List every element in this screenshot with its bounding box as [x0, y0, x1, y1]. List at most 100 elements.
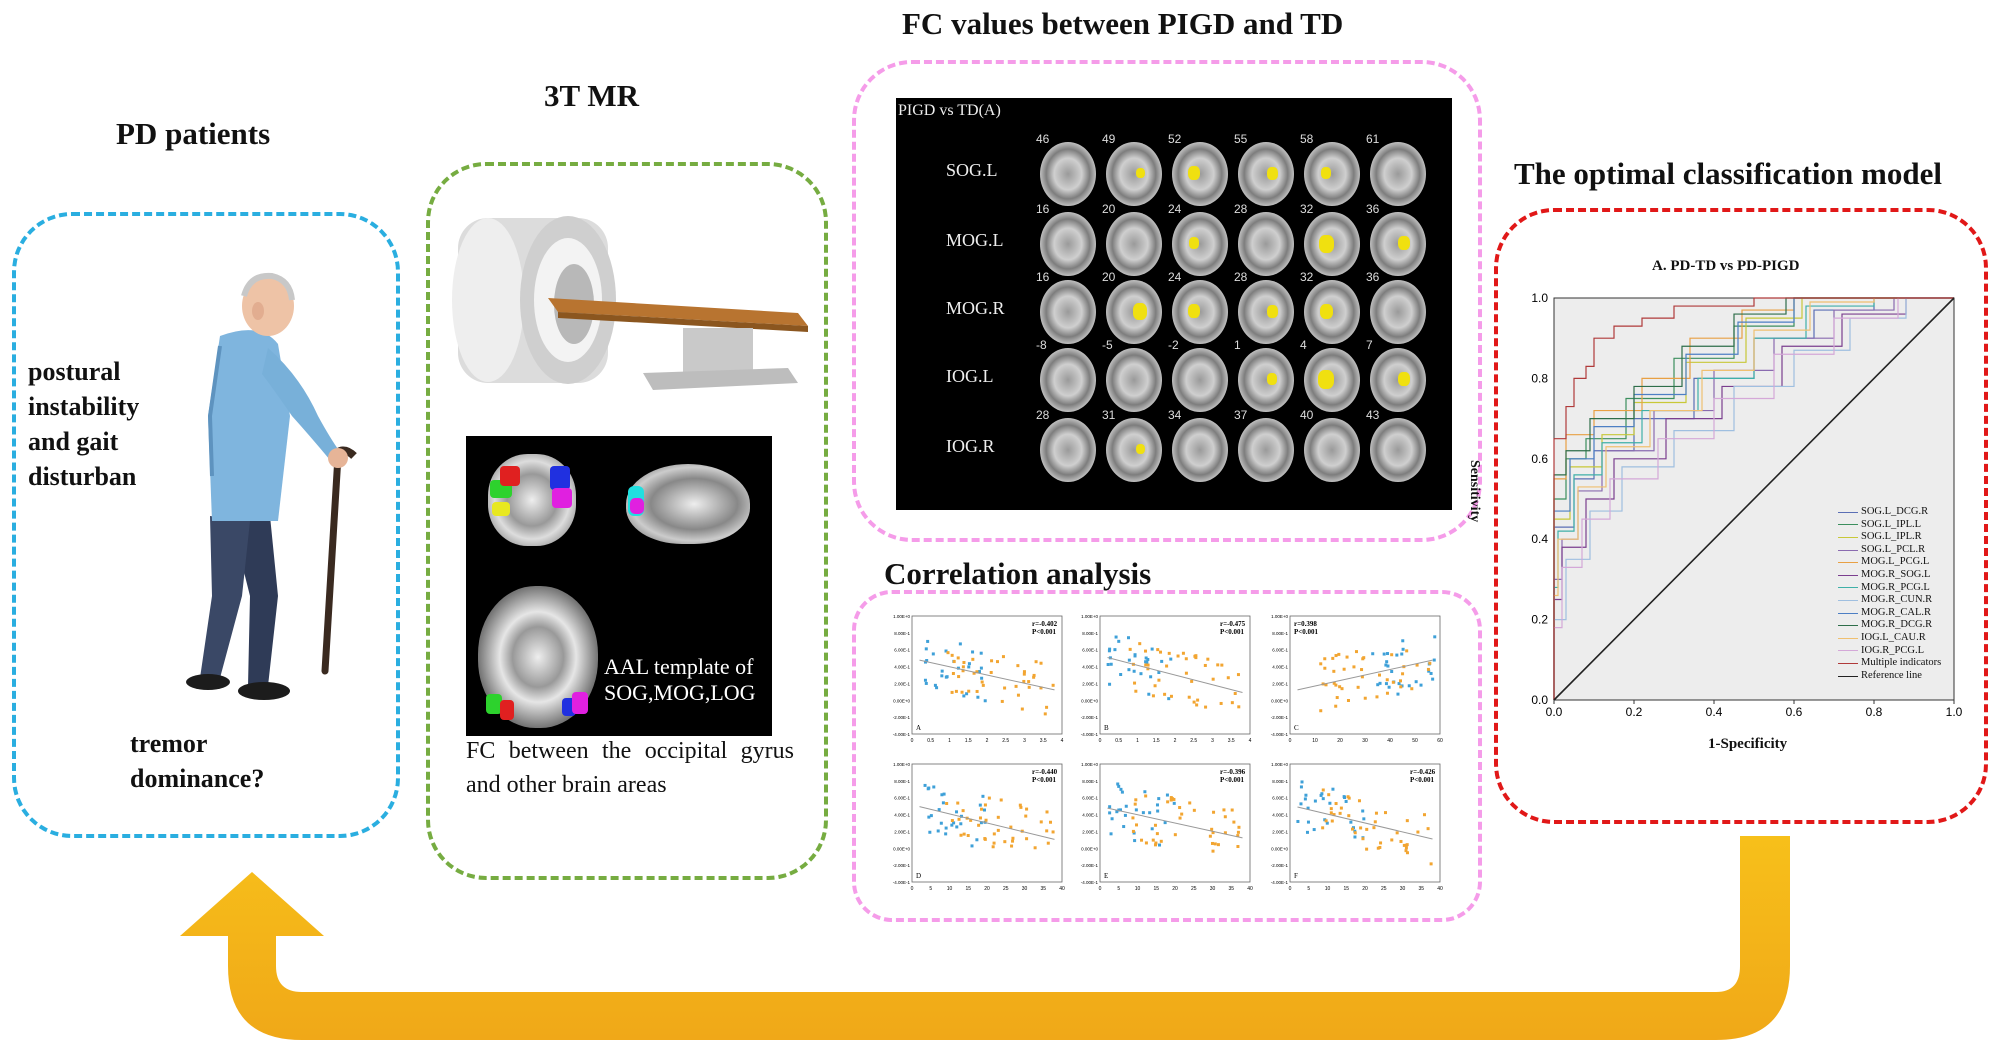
title-pd-patients: PD patients — [116, 116, 271, 151]
scatter-point-pigd — [1365, 827, 1369, 831]
scatter-y-tick: 4.00E-1 — [1082, 813, 1098, 818]
scatter-point-td — [1325, 821, 1329, 825]
roc-curve-iog-r-pcg-l — [1553, 297, 1954, 700]
scatter-point-pigd — [1237, 825, 1241, 829]
scatter-point-pigd — [954, 689, 958, 693]
scatter-point-pigd — [1236, 845, 1240, 849]
scatter-point-td — [944, 832, 948, 836]
scatter-point-pigd — [1339, 806, 1343, 810]
fc-slice-number: 16 — [1036, 270, 1050, 284]
roc-legend-swatch — [1838, 675, 1858, 677]
fc-brain-slice — [1370, 418, 1426, 482]
scatter-y-tick: 1.00E+0 — [1271, 762, 1288, 767]
scatter-point-td — [1343, 796, 1347, 800]
scatter-plot-c: 1.00E+08.00E-16.00E-14.00E-12.00E-10.00E… — [1271, 614, 1443, 744]
scatter-point-td — [929, 814, 933, 818]
scatter-point-td — [1353, 829, 1357, 833]
scatter-point-pigd — [1022, 670, 1026, 674]
roc-legend-swatch — [1838, 587, 1858, 589]
scatter-point-td — [980, 676, 984, 680]
scatter-x-tick: 15 — [1153, 886, 1159, 892]
fc-brain-slice — [1172, 418, 1228, 482]
scatter-point-pigd — [1003, 686, 1007, 690]
scatter-point-td — [1108, 682, 1112, 686]
scatter-point-pigd — [1428, 661, 1432, 665]
scatter-point-pigd — [992, 832, 996, 836]
scatter-point-pigd — [1410, 687, 1414, 691]
scatter-point-pigd — [1163, 692, 1167, 696]
fc-row-label: MOG.L — [946, 230, 1004, 250]
fc-slice-number: 43 — [1366, 408, 1380, 422]
roc-y-tick: 0.2 — [1531, 613, 1548, 627]
scatter-plot-a: 1.00E+08.00E-16.00E-14.00E-12.00E-10.00E… — [893, 614, 1064, 744]
scatter-point-td — [941, 801, 945, 805]
fc-slice-number: 31 — [1102, 408, 1116, 422]
fc-brain-slice — [1040, 212, 1096, 276]
scatter-point-pigd — [1232, 820, 1236, 824]
scatter-point-pigd — [1226, 676, 1230, 680]
scatter-point-pigd — [1405, 843, 1409, 847]
fc-brain-slice — [1106, 418, 1162, 482]
scatter-point-pigd — [1144, 794, 1148, 798]
scatter-point-pigd — [1334, 802, 1338, 806]
scatter-point-td — [1382, 652, 1386, 656]
scatter-x-tick: 2 — [1174, 738, 1177, 744]
scatter-point-pigd — [1178, 816, 1182, 820]
scatter-x-tick: 3 — [1211, 738, 1214, 744]
fc-activation-spot — [1135, 443, 1145, 455]
roc-legend-swatch — [1838, 650, 1858, 652]
scatter-fit-line — [919, 659, 1055, 691]
scatter-point-pigd — [1206, 657, 1210, 661]
scatter-point-pigd — [1222, 808, 1226, 812]
scatter-point-pigd — [1236, 673, 1240, 677]
scatter-point-pigd — [1155, 832, 1159, 836]
aal-caption: AAL template of SOG,MOG,LOG — [604, 654, 756, 705]
scatter-y-tick: 2.00E-1 — [1272, 829, 1288, 834]
scatter-x-tick: 20 — [1337, 738, 1343, 744]
scatter-point-pigd — [957, 817, 961, 821]
scatter-point-pigd — [1188, 801, 1192, 805]
scatter-point-pigd — [967, 689, 971, 693]
scatter-point-pigd — [1153, 684, 1157, 688]
scatter-point-td — [1115, 810, 1119, 814]
scatter-point-td — [1299, 802, 1303, 806]
roc-x-tick: 0.4 — [1706, 705, 1723, 719]
scatter-x-tick: 20 — [1362, 886, 1368, 892]
scatter-point-pigd — [961, 669, 965, 673]
roc-curve-multiple-indicators — [1553, 297, 1954, 700]
scatter-stat-label: P<0.001 — [1032, 776, 1057, 784]
fc-brain-slice — [1238, 212, 1294, 276]
scatter-point-pigd — [971, 657, 975, 661]
scatter-point-td — [939, 821, 943, 825]
scatter-point-pigd — [1187, 695, 1191, 699]
scatter-x-tick: 5 — [929, 886, 932, 892]
scatter-point-pigd — [1009, 825, 1013, 829]
scatter-point-pigd — [1334, 654, 1338, 658]
aal-region-yellow — [492, 502, 510, 516]
scatter-point-pigd — [1032, 673, 1036, 677]
scatter-point-pigd — [1046, 841, 1050, 845]
scatter-point-td — [928, 830, 932, 834]
scatter-point-pigd — [1346, 795, 1350, 799]
scatter-x-tick: 0.5 — [1115, 738, 1122, 744]
scatter-y-tick: 6.00E-1 — [894, 796, 910, 801]
fc-slice-number: 20 — [1102, 202, 1116, 216]
roc-legend-label: Reference line — [1861, 669, 1922, 681]
roc-x-tick: 0.8 — [1866, 705, 1883, 719]
scatter-stat-label: r=-0.440 — [1032, 768, 1058, 776]
scatter-point-td — [1378, 681, 1382, 685]
roc-legend-label: MOG.R_DCG.R — [1861, 619, 1933, 631]
scatter-x-tick: 2.5 — [1002, 738, 1009, 744]
scatter-point-pigd — [1334, 683, 1338, 687]
scatter-point-pigd — [966, 834, 970, 838]
scatter-point-pigd — [1361, 837, 1365, 841]
scatter-point-td — [1132, 669, 1136, 673]
scatter-point-td — [1305, 830, 1309, 834]
fc-slice-number: 1 — [1234, 338, 1241, 352]
scatter-point-pigd — [995, 660, 999, 664]
roc-legend-item: SOG.L_DCG.R — [1838, 506, 1941, 519]
fc-activation-spot — [1318, 370, 1334, 390]
roc-legend-label: MOG.R_PCG.L — [1861, 581, 1930, 593]
scatter-point-pigd — [1353, 831, 1357, 835]
roc-x-tick: 0.2 — [1626, 705, 1643, 719]
